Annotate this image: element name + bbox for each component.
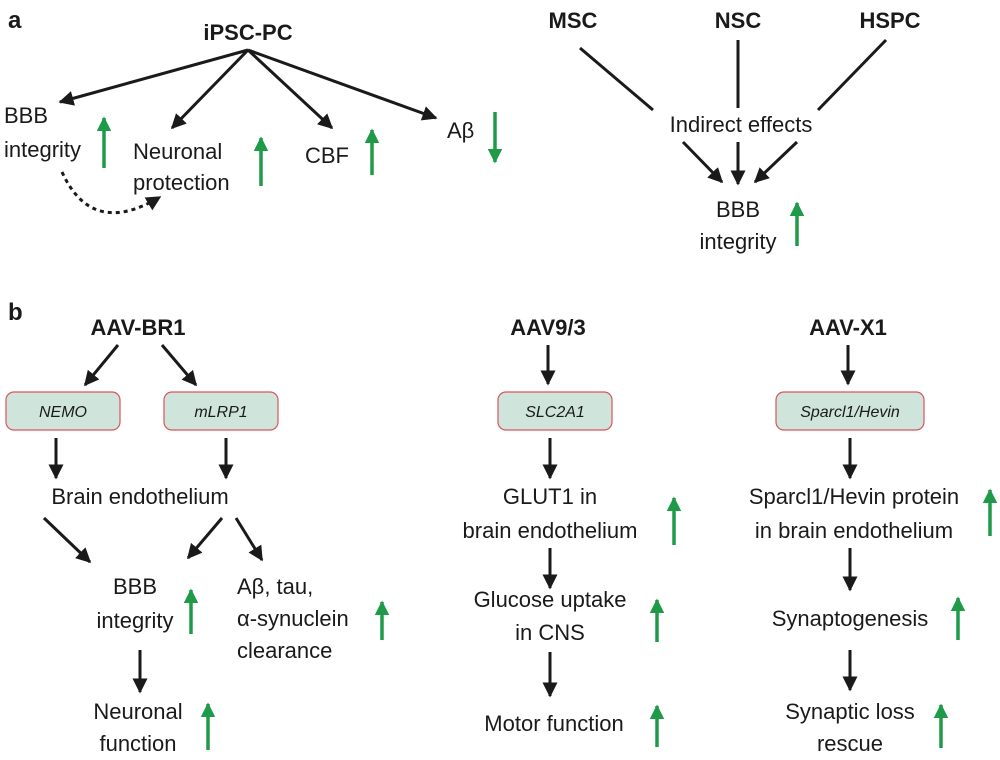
gene-box-nemo [5, 391, 121, 431]
bbb-integrity-b-l1: BBB [113, 574, 157, 599]
arrow-ipsc-to-bbb [58, 48, 249, 106]
neuronal-function-l1: Neuronal [93, 699, 182, 724]
nsc-label: NSC [715, 8, 762, 33]
panel-b-label: b [8, 299, 23, 326]
aav-br1-title: AAV-BR1 [91, 315, 186, 340]
glucose-uptake-l1: Glucose uptake [474, 587, 627, 612]
arrow-indirect-left-to-bbb [681, 140, 724, 184]
line-msc-to-indirect [579, 46, 654, 112]
bbb-integrity-right-l1: BBB [716, 197, 760, 222]
bbb-integrity-right-l2: integrity [699, 229, 776, 254]
sparcl1-protein-l2: in brain endothelium [755, 518, 953, 543]
sparcl1-protein-l1: Sparcl1/Hevin protein [749, 484, 959, 509]
clearance-label-l1: Aβ, tau, [237, 574, 313, 599]
brain-endothelium-label: Brain endothelium [51, 484, 228, 509]
arrow-indirect-right-to-bbb [753, 140, 799, 184]
motor-function-label: Motor function [484, 711, 623, 736]
ipsc-pc-title: iPSC-PC [203, 20, 292, 45]
gene-box-slc2a1 [497, 391, 613, 431]
arrow-endothelium-to-bbb [42, 516, 92, 564]
dashed-arrow-bbb-to-neuronal [60, 171, 162, 215]
aav-x1-title: AAV-X1 [809, 315, 887, 340]
aav93-title: AAV9/3 [510, 315, 585, 340]
synaptic-rescue-l2: rescue [817, 731, 883, 756]
glucose-uptake-l2: in CNS [515, 620, 585, 645]
arrow-ipsc-to-neuronal [170, 48, 250, 130]
bbb-integrity-b-l2: integrity [96, 608, 173, 633]
cbf-label: CBF [305, 143, 349, 168]
neuronal-function-l2: function [99, 731, 176, 756]
arrow-br1-to-nemo [83, 344, 120, 387]
abeta-label: Aβ [447, 118, 474, 143]
synaptic-rescue-l1: Synaptic loss [785, 699, 915, 724]
line-hspc-to-indirect [816, 38, 888, 112]
clearance-label-l3: clearance [237, 638, 332, 663]
synaptogenesis-label: Synaptogenesis [772, 606, 929, 631]
glut1-label-l1: GLUT1 in [503, 484, 597, 509]
indirect-effects-label: Indirect effects [670, 112, 813, 137]
gene-nemo-label: NEMO [39, 404, 87, 421]
neuronal-protection-label-l1: Neuronal [133, 139, 222, 164]
bbb-integrity-label-a-l1: BBB [4, 103, 48, 128]
arrow-br1-to-mlrp1 [160, 344, 198, 387]
gene-mlrp1-label: mLRP1 [194, 404, 247, 421]
arrow-ipsc-to-abeta [247, 48, 438, 121]
glut1-label-l2: brain endothelium [463, 518, 638, 543]
gene-box-mlrp1 [163, 391, 279, 431]
arrow-ipsc-to-cbf [246, 48, 334, 130]
msc-label: MSC [549, 8, 598, 33]
clearance-label-l2: α-synuclein [237, 606, 349, 631]
neuronal-protection-label-l2: protection [133, 170, 230, 195]
arrow-endothelium-to-bbb-right [186, 517, 224, 560]
arrow-endothelium-to-clearance [234, 517, 264, 562]
gene-box-sparcl1 [775, 391, 925, 431]
panel-a-label: a [8, 7, 22, 34]
gene-slc2a1-label: SLC2A1 [525, 404, 585, 421]
gene-sparcl1-label: Sparcl1/Hevin [800, 404, 900, 421]
bbb-integrity-label-a-l2: integrity [4, 137, 81, 162]
hspc-label: HSPC [859, 8, 920, 33]
